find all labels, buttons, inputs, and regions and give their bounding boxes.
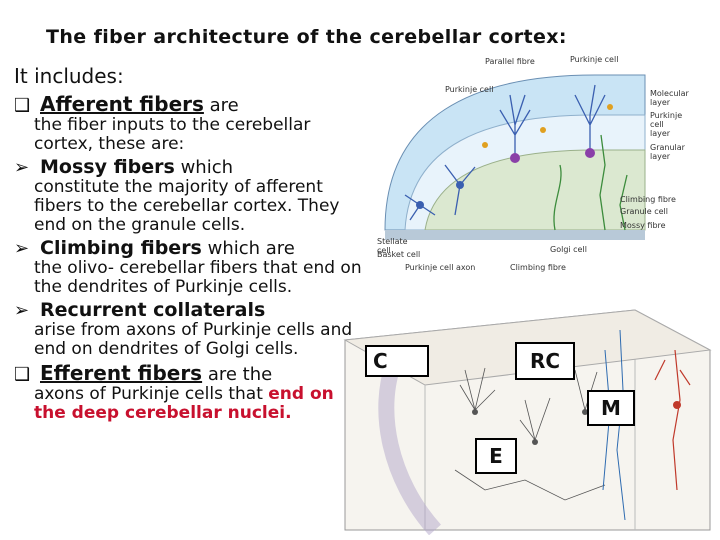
- recurrent-heading: Recurrent collaterals: [40, 299, 266, 321]
- efferent-heading: Efferent fibers: [40, 361, 203, 385]
- cerebellar-layers-figure: Parallel fibre Purkinje cell Purkinje ce…: [365, 55, 689, 290]
- cerebellar-block-figure: C RC M E: [335, 290, 715, 536]
- arrow-bullet-icon: ➢: [14, 238, 30, 259]
- label-purkinje-cell-top: Purkinje cell: [570, 55, 619, 64]
- box-label-e: E: [475, 438, 517, 474]
- climbing-bullet: ➢ Climbing fibers which are: [14, 237, 364, 259]
- climbing-heading: Climbing fibers: [40, 237, 202, 259]
- afferent-are: are: [209, 95, 239, 116]
- checkbox-bullet-icon: ❑: [14, 364, 31, 385]
- cerebellar-layers-illustration: [384, 74, 646, 240]
- label-golgi-cell: Golgi cell: [550, 245, 587, 254]
- climbing-desc: the olivo- cerebellar fibers that end on…: [34, 258, 362, 297]
- label-molecular-layer: Molecular layer: [650, 89, 689, 107]
- recurrent-bullet: ➢ Recurrent collaterals: [14, 299, 364, 321]
- afferent-heading: Afferent fibers: [40, 92, 204, 116]
- efferent-tail: are the: [207, 364, 273, 385]
- arrow-bullet-icon: ➢: [14, 157, 30, 178]
- label-climbing-fibre-bottom: Climbing fibre: [510, 263, 566, 272]
- text-content: It includes: ❑ Afferent fibers are the f…: [14, 64, 364, 423]
- label-granular-layer: Granular layer: [650, 143, 685, 161]
- label-basket-cell: Basket cell: [377, 250, 421, 259]
- box-label-rc: RC: [515, 342, 575, 380]
- page-title: The fiber architecture of the cerebellar…: [46, 26, 567, 48]
- efferent-desc-text: axons of Purkinje cells that: [34, 384, 263, 404]
- label-mossy-fibre: Mossy fibre: [620, 221, 666, 230]
- checkbox-bullet-icon: ❑: [14, 95, 31, 116]
- box-label-m: M: [587, 390, 635, 426]
- label-climbing-fibre: Climbing fibre: [620, 195, 676, 204]
- mossy-heading: Mossy fibers: [40, 156, 175, 178]
- afferent-desc: the fiber inputs to the cerebellar corte…: [34, 115, 311, 154]
- label-granule-cell: Granule cell: [620, 207, 668, 216]
- label-purkinje-cell-axon: Purkinje cell axon: [405, 263, 476, 272]
- label-parallel-fibre: Parallel fibre: [485, 57, 535, 66]
- efferent-desc: axons of Purkinje cells that end on the …: [34, 385, 364, 423]
- arrow-bullet-icon: ➢: [14, 300, 30, 321]
- climbing-tail: which are: [207, 238, 295, 259]
- label-stellate-cell: Stellate cell: [377, 237, 408, 255]
- mossy-desc: constitute the majority of afferent fibe…: [34, 177, 340, 235]
- intro-text: It includes:: [14, 64, 124, 88]
- efferent-desc-red: end on the deep cerebellar nuclei.: [34, 384, 334, 423]
- recurrent-desc: arise from axons of Purkinje cells and e…: [34, 320, 353, 359]
- afferent-bullet: ❑ Afferent fibers are: [14, 92, 364, 116]
- label-purkinje-cell: Purkinje cell: [445, 85, 494, 94]
- cerebellar-block-illustration: [343, 309, 712, 536]
- efferent-bullet: ❑ Efferent fibers are the: [14, 361, 364, 385]
- box-label-c: C: [365, 345, 429, 377]
- mossy-tail: which: [180, 157, 233, 178]
- mossy-bullet: ➢ Mossy fibers which: [14, 156, 364, 178]
- label-purkinje-cell-layer: Purkinje cell layer: [650, 111, 683, 138]
